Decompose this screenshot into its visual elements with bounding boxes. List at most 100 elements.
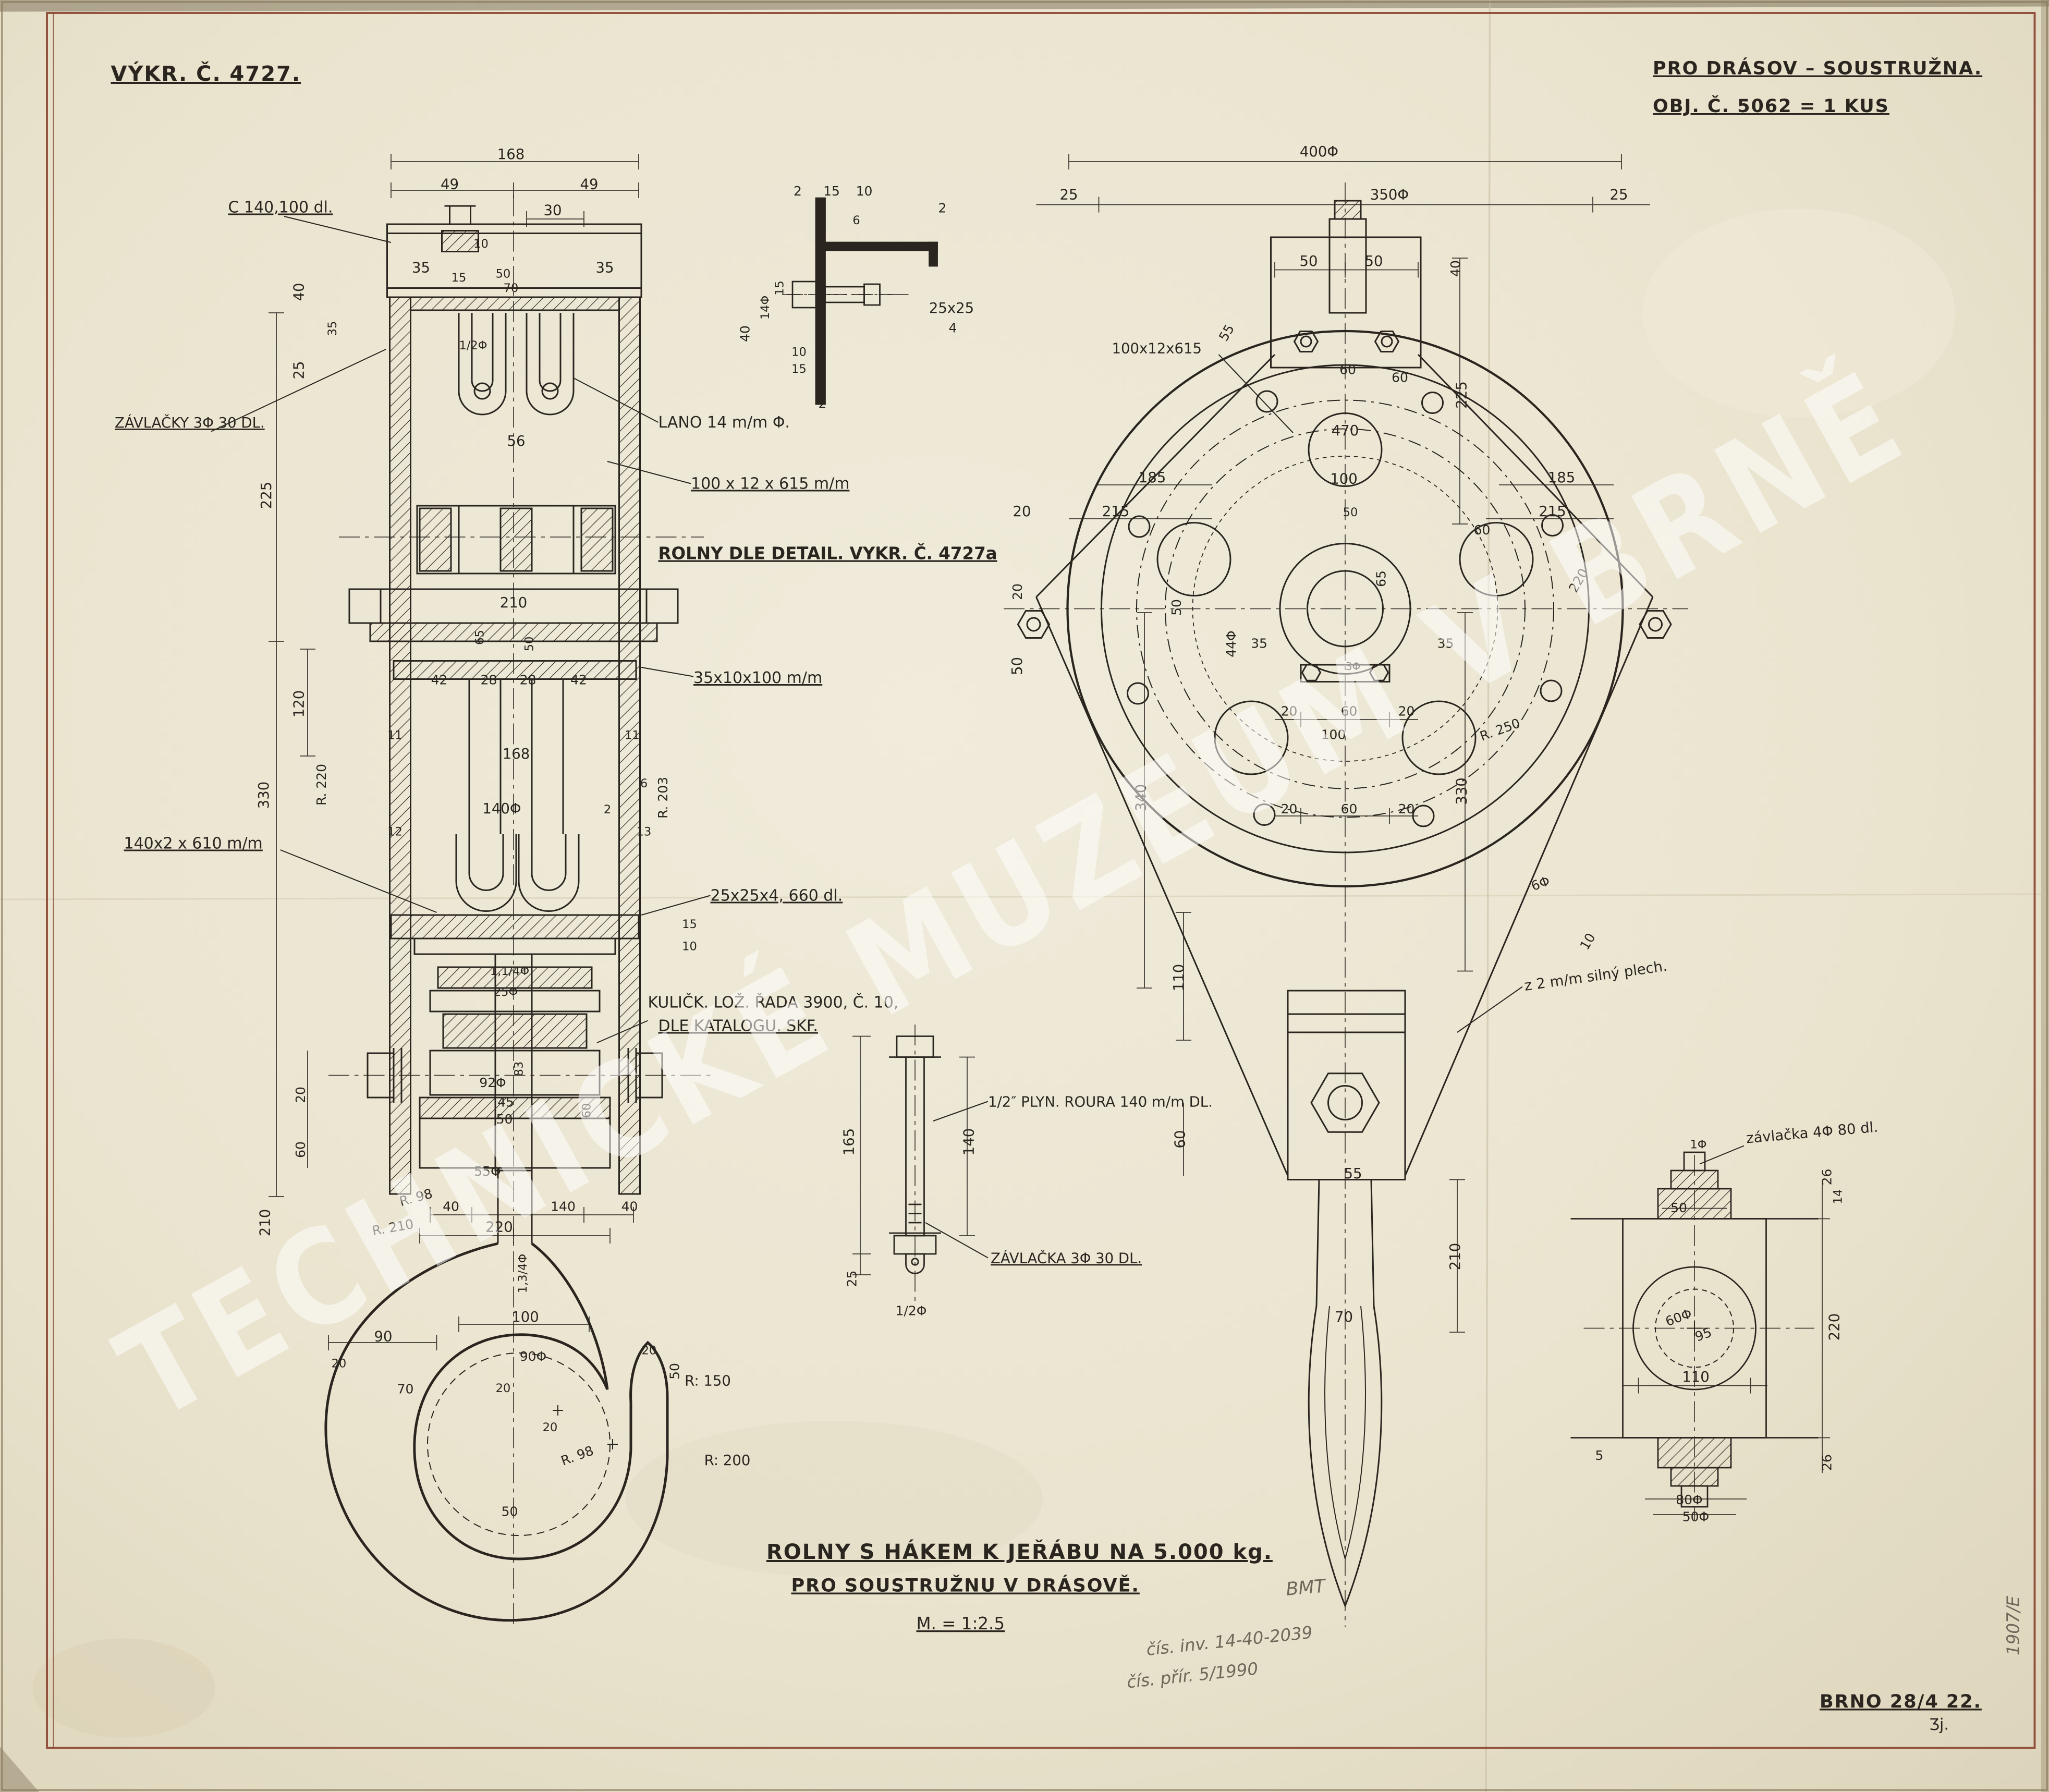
dim-label: 83 [513,1062,526,1077]
dim-label: 50 [1009,657,1026,675]
dim-label: 42 [431,672,448,687]
dim-label: 185 [1139,469,1166,486]
dim-label: 50 [1343,506,1358,519]
dim-label: DLE KATALOGU. SKF. [658,1017,818,1035]
dim-label: 1/2Φ [459,339,487,352]
dim-label: 35 [412,259,430,276]
dim-label: 28 [481,672,497,687]
roller-detail [1570,1151,1819,1508]
dim-label: 40 [443,1199,459,1214]
dimension-lines [269,153,1830,1515]
dim-label: 470 [1332,422,1359,439]
dim-label: 168 [503,746,530,762]
dim-label: LANO 14 m/m Φ. [658,413,790,432]
dim-label: 140Φ [482,800,521,817]
dim-label: 49 [441,176,459,193]
dim-label: 35 [1437,636,1454,651]
dim-label: R: 150 [685,1373,731,1389]
dim-label: 20 [293,1087,308,1103]
dim-label: 40 [1448,260,1463,277]
dim-label: 2 [819,396,827,411]
dim-label: 220 [1826,1313,1843,1341]
dim-label: 40 [621,1199,638,1214]
dim-label: 55Φ [474,1164,501,1179]
dim-label: 210 [257,1209,274,1237]
dim-label: 35 [326,321,339,336]
dim-label: 20 [1281,703,1298,718]
dim-label: 90Φ [520,1349,547,1364]
dim-label: 50Φ [1682,1509,1709,1525]
dim-label: 100 [511,1309,539,1325]
dim-label: 225 [258,482,275,509]
dim-label: 50 [1670,1200,1687,1215]
dim-label: 56 [507,433,526,449]
dim-label: 25x25 [929,300,974,316]
dim-label: 215 [1102,503,1130,520]
dim-label: 1,1/4Φ [490,965,529,978]
dim-label: 6 [640,777,648,790]
side-view [1017,200,1672,1608]
dim-label: 70 [397,1382,414,1397]
dim-label: C 140,100 dl. [228,198,333,216]
dim-label: 100x12x615 [1112,340,1202,357]
client-line1: PRO DRÁSOV – SOUSTRUŽNA. [1653,57,1982,79]
dim-label: 44Φ [1224,630,1239,657]
dim-label: 60 [580,1103,594,1118]
dim-label: 12 [387,825,403,839]
dim-label: 100 x 12 x 615 m/m [691,475,849,493]
dim-label: 6 [852,214,860,227]
dim-label: R: 200 [704,1452,751,1469]
dim-label: 11 [387,729,403,742]
drawing-number: VÝKR. Č. 4727. [111,60,301,86]
dim-label: 5 [1595,1448,1604,1463]
dim-label: 92Φ [479,1075,506,1090]
dim-label: 15 [452,271,467,285]
dim-label: 165 [841,1128,858,1156]
dim-label: 50 [1169,599,1184,616]
dim-label: 60 [1339,362,1356,377]
dim-label: 50 [523,637,536,652]
dim-label: 10 [856,184,873,199]
dim-label: 35 [1251,636,1267,651]
dim-label: 20 [642,1344,657,1358]
dim-label: 340 [1133,784,1150,812]
dim-label: 140 [961,1128,978,1156]
front-view [324,205,679,1622]
dim-label: 80Φ [1676,1492,1702,1507]
dim-label: 210 [1447,1243,1463,1271]
dim-label: 10 [473,237,489,251]
dim-label: 20 [1010,583,1025,600]
dim-label: 70 [1335,1309,1353,1325]
dim-label: 60 [1172,1130,1189,1149]
dim-label: 25x25x4, 660 dl. [711,887,843,905]
dim-label: 185 [1548,469,1576,486]
dim-label: 100 [1321,727,1346,742]
bmt-stamp: BMT [1285,1576,1327,1600]
dim-label: 26 [1820,1454,1835,1471]
dim-label: 50 [496,1112,513,1127]
signature: Ʒj. [1929,1716,1949,1734]
dim-label: 15 [823,184,840,199]
dim-label: 35 [596,259,614,276]
dim-label: 50 [502,1504,518,1519]
dim-label: 15 [682,918,697,931]
dim-label: 225 [1454,381,1470,409]
dim-label: 1,3/4Φ [516,1254,530,1293]
dim-label: 110 [1170,964,1187,992]
dim-label: ROLNY DLE DETAIL. VYKR. Č. 4727a [658,543,997,564]
dim-label: 13 [637,825,652,839]
title-line2: PRO SOUSTRUŽNU V DRÁSOVĚ. [791,1575,1140,1596]
dim-label: 20 [1398,801,1415,816]
dim-label: 1Φ [1690,1138,1706,1152]
dim-label: 215 [1539,503,1566,520]
dim-label: 35x10x100 m/m [693,669,822,687]
dim-label: 20 [1281,801,1298,816]
dim-label: 65 [1374,570,1389,587]
dim-label: 14Φ [759,296,772,320]
dim-label: 65 [473,630,487,645]
dim-label: 10 [682,940,697,953]
dim-label: 330 [1454,777,1470,805]
